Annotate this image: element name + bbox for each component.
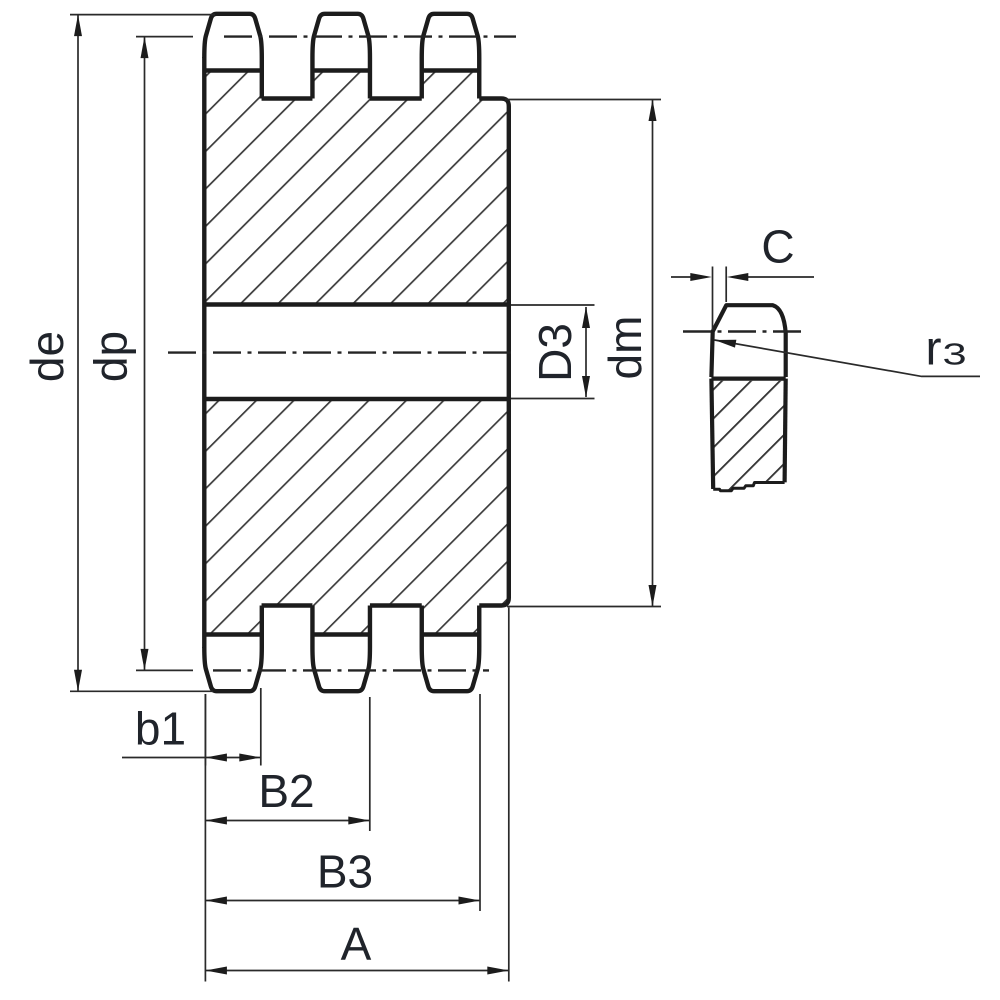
svg-text:r: r (926, 323, 942, 376)
svg-text:de: de (21, 331, 73, 382)
svg-text:dm: dm (599, 316, 651, 380)
svg-text:A: A (341, 918, 372, 970)
svg-text:3: 3 (943, 337, 967, 372)
svg-text:C: C (761, 221, 794, 273)
svg-text:b1: b1 (135, 703, 186, 755)
svg-text:dp: dp (84, 331, 136, 382)
svg-text:B2: B2 (258, 765, 314, 817)
svg-text:B3: B3 (317, 846, 373, 898)
svg-text:D3: D3 (529, 323, 581, 382)
